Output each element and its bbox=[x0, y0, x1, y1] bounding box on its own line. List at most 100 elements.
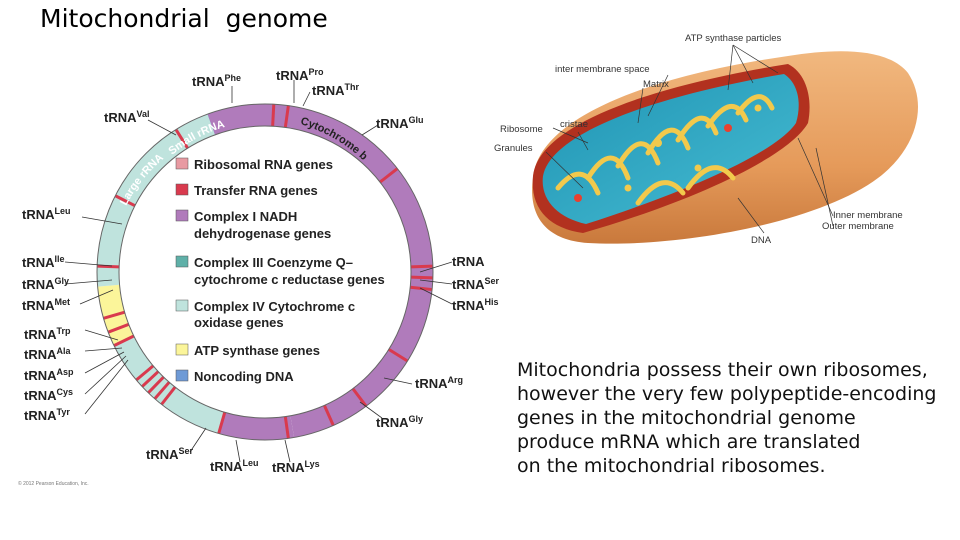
trna-label-leu-2: tRNALeu bbox=[210, 458, 259, 474]
crista-fold bbox=[645, 127, 691, 156]
legend-swatch-rrna bbox=[175, 157, 189, 170]
label-cristae: cristae bbox=[560, 119, 588, 130]
trna-gene-tick bbox=[160, 386, 177, 406]
crista-fold bbox=[615, 141, 661, 169]
trna-label-thr: tRNAThr bbox=[312, 82, 359, 98]
trna-label-asp: tRNAAsp bbox=[24, 367, 74, 383]
copyright-notice: © 2012 Pearson Education, Inc. bbox=[18, 480, 89, 487]
complex-i-segment-lower bbox=[218, 412, 295, 441]
trna-gene-tick bbox=[351, 387, 368, 408]
legend-label-complex-i-line2: dehydrogenase genes bbox=[194, 226, 331, 241]
trna-gene-tick bbox=[283, 416, 290, 439]
crista-fold bbox=[685, 165, 736, 191]
caption-line: on the mitochondrial ribosomes. bbox=[517, 455, 826, 477]
complex-iv-segment-left bbox=[97, 114, 216, 287]
caption-text: Mitochondria possess their own ribosomes… bbox=[517, 358, 957, 478]
legend-label-trna: Transfer RNA genes bbox=[194, 183, 318, 198]
trna-label-tyr: tRNATyr bbox=[24, 407, 70, 423]
label-dna: DNA bbox=[751, 235, 772, 246]
trna-gene-tick bbox=[141, 370, 160, 388]
trna-label-met: tRNAMet bbox=[22, 297, 70, 313]
slide-title: Mitochondrial genome bbox=[40, 4, 328, 33]
genome-map: Small rRNA Large rRNA Cytochrome b tRNAP… bbox=[18, 67, 500, 487]
trna-gene-tick bbox=[271, 104, 276, 127]
legend-swatch-atp-synthase bbox=[175, 343, 189, 356]
trna-gene-tick bbox=[410, 264, 433, 269]
cristae-folds bbox=[555, 94, 775, 206]
legend-label-noncoding: Noncoding DNA bbox=[194, 369, 294, 384]
label-inter-membrane-space: inter membrane space bbox=[555, 64, 650, 75]
legend-swatch-complex-iv bbox=[175, 299, 189, 312]
label-ribosome: Ribosome bbox=[500, 124, 543, 135]
legend: Ribosomal RNA genes Transfer RNA genes C… bbox=[175, 157, 385, 384]
caption-line: however the very few polypeptide-encodin… bbox=[517, 383, 937, 405]
matrix-region bbox=[542, 74, 799, 224]
genome-ring-outline bbox=[96, 103, 434, 441]
crista-fold bbox=[705, 104, 749, 129]
legend-label-complex-iii: Complex III Coenzyme Q– bbox=[194, 255, 353, 270]
trna-label-phe: tRNAPhe bbox=[192, 73, 241, 89]
crista-fold bbox=[675, 115, 719, 143]
trna-gene-tick bbox=[97, 264, 120, 269]
trna-gene-tick bbox=[113, 334, 135, 347]
trna-gene-tick bbox=[114, 194, 136, 208]
legend-label-complex-iii-line2: cytochrome c reductase genes bbox=[194, 272, 385, 287]
trna-label-lys: tRNALys bbox=[272, 459, 320, 475]
crista-fold bbox=[735, 94, 775, 116]
trna-gene-tick bbox=[410, 275, 433, 280]
trna-label-leu-1: tRNALeu bbox=[22, 206, 71, 222]
caption-line: genes in the mitochondrial genome bbox=[517, 407, 856, 429]
legend-swatch-noncoding bbox=[175, 369, 189, 382]
complex-i-segment-left bbox=[207, 104, 423, 223]
legend-label-complex-iv: Complex IV Cytochrome c bbox=[194, 299, 355, 314]
trna-label-ile: tRNAIle bbox=[22, 254, 65, 270]
trna-label-pro: tRNAPro bbox=[276, 67, 324, 83]
trna-label-gly-1: tRNAGly bbox=[22, 276, 69, 292]
trna-gene-tick bbox=[107, 322, 130, 334]
label-atp-synthase-particles: ATP synthase particles bbox=[685, 33, 782, 44]
trna-gene-tick bbox=[153, 381, 171, 400]
legend-swatch-trna bbox=[175, 183, 189, 196]
trna-label-val: tRNAVal bbox=[104, 109, 150, 125]
caption-line: produce mRNA which are translated bbox=[517, 431, 861, 453]
trna-label-gly-2: tRNAGly bbox=[376, 414, 423, 430]
trna-gene-tick bbox=[283, 105, 290, 128]
trna-gene-tick bbox=[323, 404, 335, 427]
crista-fold bbox=[635, 180, 686, 206]
granules bbox=[574, 104, 762, 202]
complex-i-segment-right bbox=[290, 168, 433, 438]
trna-gene-tick bbox=[388, 348, 409, 363]
trna-label-cys: tRNACys bbox=[24, 387, 73, 403]
trna-gene-tick bbox=[147, 375, 165, 394]
legend-label-complex-i: Complex I NADH bbox=[194, 209, 297, 224]
caption-line: Mitochondria possess their own ribosomes… bbox=[517, 359, 928, 381]
trna-gene-tick bbox=[379, 167, 399, 184]
genome-ring bbox=[97, 104, 433, 441]
legend-label-rrna: Ribosomal RNA genes bbox=[194, 157, 333, 172]
trna-label-trp: tRNATrp bbox=[24, 326, 71, 342]
crista-fold bbox=[555, 171, 601, 196]
mitochondrion-illustration: ATP synthase particles inter membrane sp… bbox=[494, 33, 918, 246]
trna-label-ser-1: tRNASer bbox=[146, 446, 194, 462]
trna-label-ala: tRNAAla bbox=[24, 346, 72, 362]
trna-label-glu: tRNAGlu bbox=[376, 115, 424, 131]
label-granules: Granules bbox=[494, 143, 533, 154]
trna-gene-tick bbox=[217, 411, 227, 434]
illustration-leader-lines bbox=[545, 44, 834, 234]
legend-swatch-complex-iii bbox=[175, 255, 189, 268]
trna-label-ser-2: tRNASer bbox=[452, 276, 500, 292]
trna-gene-tick bbox=[103, 310, 126, 320]
legend-label-complex-iv-line2: oxidase genes bbox=[194, 315, 284, 330]
crista-fold bbox=[585, 155, 631, 181]
legend-swatch-complex-i bbox=[175, 209, 189, 222]
trna-gene-tick bbox=[174, 128, 189, 149]
trna-leader-lines bbox=[64, 80, 453, 463]
trna-label-unlabeled: tRNA bbox=[452, 254, 485, 269]
trna-label-his: tRNAHis bbox=[452, 297, 499, 313]
legend-label-atp-synthase: ATP synthase genes bbox=[194, 343, 320, 358]
label-outer-membrane: Outer membrane bbox=[822, 221, 894, 232]
label-matrix: Matrix bbox=[643, 79, 669, 90]
complex-iv-segment-lower bbox=[114, 336, 225, 434]
label-inner-membrane: Inner membrane bbox=[833, 210, 903, 221]
trna-gene-tick bbox=[135, 364, 155, 382]
